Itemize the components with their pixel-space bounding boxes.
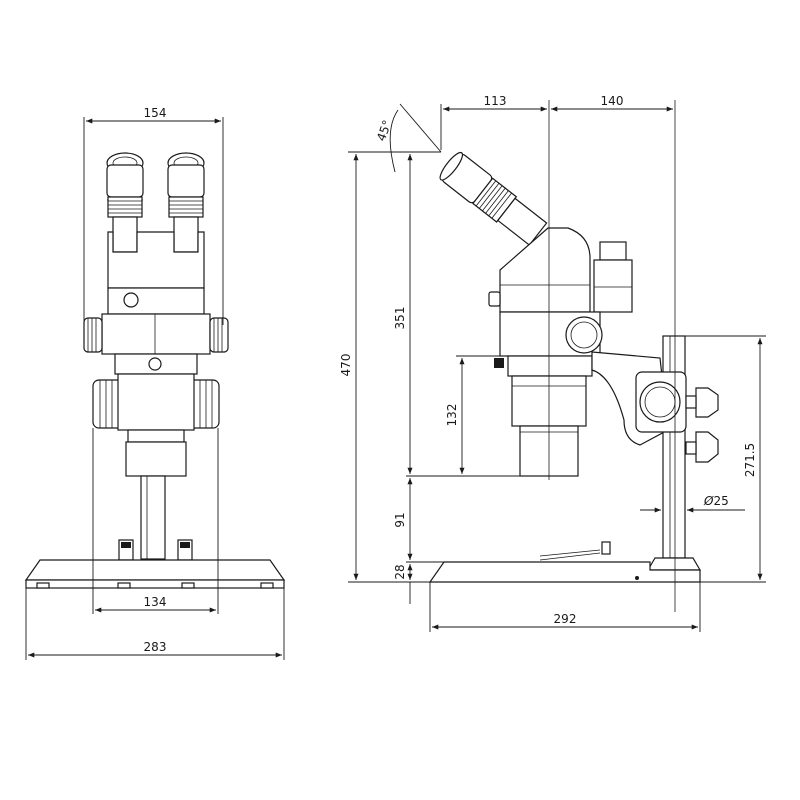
- right-eyepiece: [167, 152, 205, 253]
- side-eyepiece: [439, 151, 548, 246]
- dim-pillar-height: 271.5: [743, 443, 757, 477]
- dim-base-height: 28: [393, 564, 407, 579]
- diameter-symbol: Ø: [703, 494, 714, 508]
- dim-column-span: 134: [144, 595, 167, 609]
- dim-eyepiece-height: 351: [393, 307, 407, 330]
- front-objective: [125, 429, 187, 477]
- dim-column-offset: 140: [601, 94, 624, 108]
- dim-pillar-diameter-label: Ø25: [703, 494, 729, 508]
- front-view: 154 134 283: [24, 106, 286, 660]
- side-focus-body: [494, 311, 603, 377]
- front-base: [24, 559, 286, 589]
- front-zoom-drum: [92, 373, 220, 431]
- dim-tube-offset: 113: [484, 94, 507, 108]
- dim-total-height: 470: [339, 354, 353, 377]
- front-pillar: [140, 475, 166, 560]
- front-focus-body: [83, 313, 229, 375]
- side-head: [488, 227, 633, 313]
- dim-tilt-angle: 45°: [374, 118, 394, 143]
- front-dimension-lines: [25, 117, 285, 660]
- side-center-lines: [548, 100, 676, 612]
- dim-base-depth: 292: [554, 612, 577, 626]
- dim-pillar-diameter: 25: [713, 494, 728, 508]
- side-dimension-lines: [348, 103, 766, 632]
- dim-base-width: 283: [144, 640, 167, 654]
- side-view: 113 140 45° 470 351 132 91 28 271.5 Ø25 …: [339, 94, 766, 632]
- dim-head-width: 154: [144, 106, 167, 120]
- dim-working-height: 91: [393, 512, 407, 527]
- dim-body-height: 132: [445, 404, 459, 427]
- left-eyepiece: [106, 152, 144, 253]
- front-head: [107, 231, 205, 315]
